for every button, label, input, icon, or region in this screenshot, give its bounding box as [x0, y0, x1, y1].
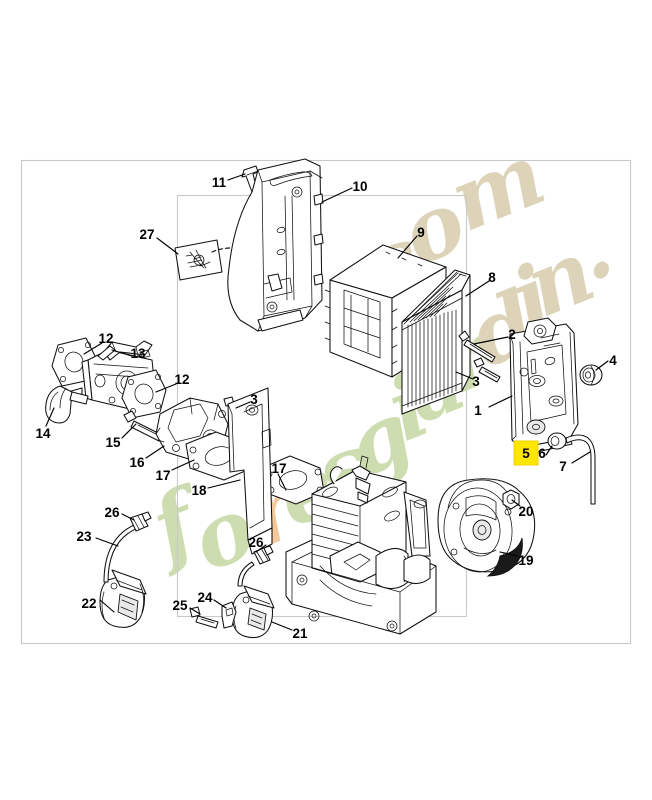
leader-2 — [473, 336, 509, 345]
leader-22 — [99, 599, 115, 613]
leader-18 — [207, 479, 241, 489]
callout-17a: 17 — [155, 468, 170, 483]
part-21-ignition-coil — [231, 585, 275, 639]
leader-17b — [277, 473, 287, 491]
callout-14: 14 — [35, 426, 51, 441]
leader-4 — [595, 360, 609, 371]
leader-15 — [121, 423, 137, 439]
callout-4: 4 — [609, 353, 617, 368]
callout-27: 27 — [139, 227, 154, 242]
leader-19 — [499, 551, 519, 557]
callout-3b: 3 — [250, 392, 258, 407]
callout-1: 1 — [474, 403, 482, 418]
callout-10: 10 — [352, 179, 367, 194]
part-23-ht-lead — [103, 523, 139, 583]
part-18-heat-shield — [227, 387, 273, 555]
callout-12b: 12 — [174, 372, 189, 387]
part-12b-gasket — [121, 369, 167, 419]
callout-18: 18 — [191, 483, 207, 498]
callout-16: 16 — [129, 455, 145, 470]
leader-11 — [227, 173, 246, 181]
leader-27 — [156, 237, 179, 255]
leader-9 — [397, 235, 418, 259]
leader-3 — [455, 371, 474, 380]
leader-13 — [111, 349, 133, 357]
part-7-hose — [565, 434, 596, 505]
part-27-decal — [174, 239, 223, 281]
callout-19: 19 — [518, 553, 533, 568]
callout-17b: 17 — [271, 461, 286, 476]
leader-26b — [255, 544, 267, 553]
part-24-contact-clip — [221, 601, 237, 629]
callout-5: 5 — [522, 446, 530, 461]
leader-6 — [545, 445, 553, 456]
part-14-primer-boot — [45, 385, 89, 424]
callout-8: 8 — [488, 270, 496, 285]
part-6-grommet — [547, 432, 567, 450]
callout-15: 15 — [105, 435, 121, 450]
leader-21 — [271, 621, 293, 631]
leader-25 — [189, 607, 201, 615]
leader-20 — [511, 499, 521, 507]
part-1-support-plate — [509, 317, 579, 456]
leader-1 — [488, 395, 513, 408]
leader-14 — [45, 407, 55, 427]
callout-24: 24 — [197, 590, 213, 605]
callout-20: 20 — [518, 504, 533, 519]
leader-10 — [321, 187, 353, 203]
leader-3b — [235, 401, 251, 409]
part-10-filter-housing — [227, 158, 324, 332]
callout-26a: 26 — [104, 505, 120, 520]
callout-23: 23 — [76, 529, 92, 544]
leader-8 — [465, 280, 490, 297]
part-15-screw — [123, 410, 163, 442]
part-8-air-filter-element — [401, 269, 471, 415]
outer-frame — [20, 159, 632, 645]
leader-lines — [45, 173, 609, 631]
callout-25: 25 — [172, 598, 188, 613]
leader-12b — [155, 383, 177, 393]
leader-7 — [571, 451, 591, 464]
leader-17a — [171, 459, 195, 471]
callout-3: 3 — [472, 374, 480, 389]
part-3-short-screw — [473, 357, 501, 383]
callout-21: 21 — [292, 626, 308, 641]
leader-24 — [213, 599, 227, 609]
leader-23 — [95, 537, 119, 547]
callout-6: 6 — [538, 446, 546, 461]
callout-numbers: 1 2 3 4 5 6 7 8 9 10 11 12 12 13 14 15 1… — [35, 175, 617, 641]
callout-2: 2 — [508, 327, 516, 342]
callout-22: 22 — [81, 596, 96, 611]
leader-16 — [145, 445, 165, 459]
part-20-nut — [502, 489, 520, 510]
part-2-long-screw — [458, 330, 496, 363]
leader-26a — [121, 513, 135, 521]
callout-11: 11 — [212, 175, 227, 190]
callout-7: 7 — [559, 459, 567, 474]
callout-13: 13 — [130, 346, 146, 361]
part-22-ignition-coil — [99, 569, 147, 628]
callout-26b: 26 — [248, 535, 264, 550]
highlight-box-part-5 — [513, 440, 539, 466]
engine-assembly — [285, 455, 437, 635]
callout-9: 9 — [417, 225, 425, 240]
callout-12a: 12 — [98, 331, 113, 346]
leader-12a — [83, 342, 103, 355]
